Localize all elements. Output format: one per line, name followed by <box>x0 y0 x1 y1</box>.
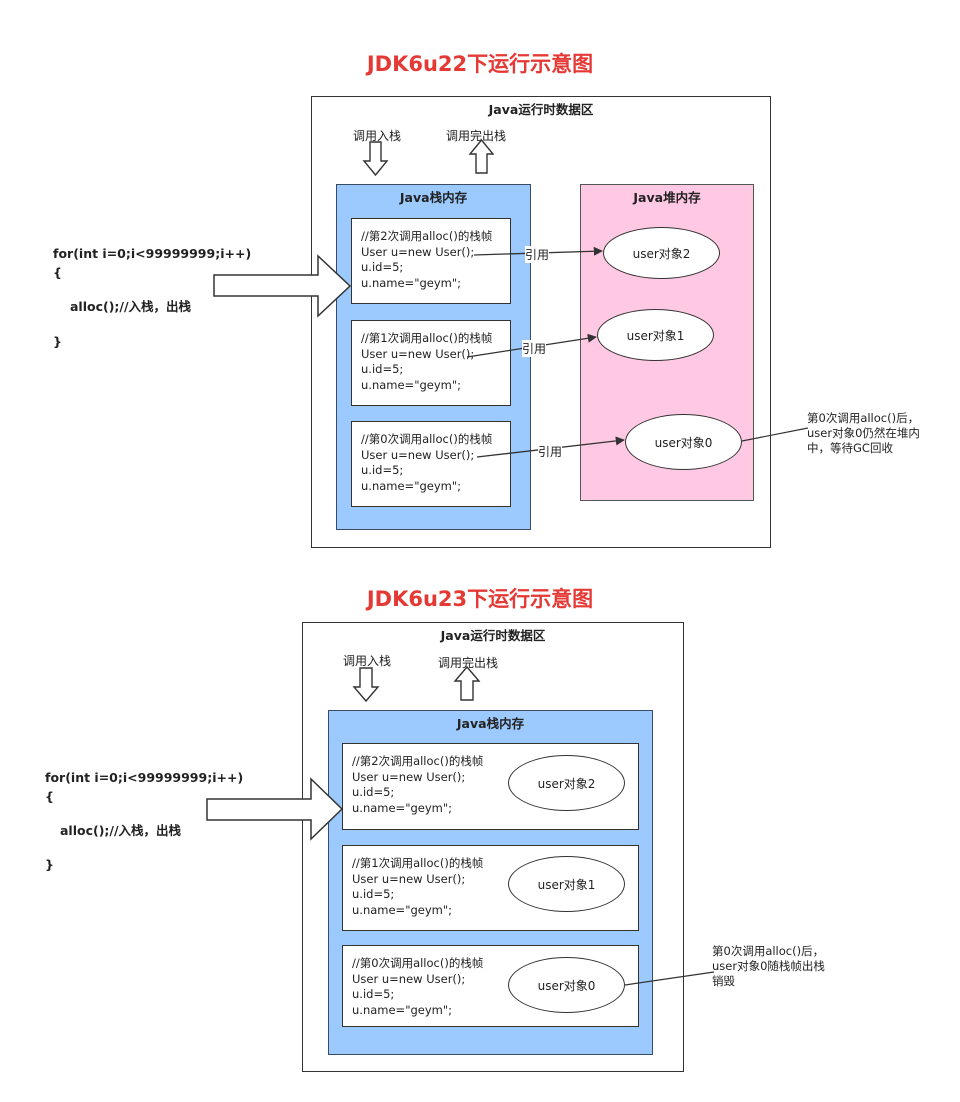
frame-comment: //第1次调用alloc()的栈帧 <box>361 331 493 345</box>
frame-line: u.id=5; <box>352 785 395 799</box>
loop-code-open-brace: { <box>53 265 62 280</box>
frame-comment: //第1次调用alloc()的栈帧 <box>352 856 484 870</box>
runtime-data-area-title: Java运行时数据区 <box>440 628 546 643</box>
note-line: user对象0仍然在堆内 <box>807 426 920 440</box>
gc-note: 第0次调用alloc()后， user对象0仍然在堆内 中，等待GC回收 <box>807 411 920 456</box>
stack-frame-0: //第0次调用alloc()的栈帧 User u=new User(); u.i… <box>351 421 511 507</box>
frame-line: u.id=5; <box>352 887 395 901</box>
reference-label: 引用 <box>525 246 550 263</box>
diagram1-title: JDK6u22下运行示意图 <box>366 52 594 76</box>
note-line: 销毁 <box>712 974 735 988</box>
stack-frame-1: //第1次调用alloc()的栈帧 User u=new User(); u.i… <box>342 845 639 931</box>
note-line: user对象0随栈帧出栈 <box>712 959 825 973</box>
frame-comment: //第2次调用alloc()的栈帧 <box>361 229 493 243</box>
loop-code-close-brace: } <box>45 857 54 872</box>
stack-title: Java栈内存 <box>456 716 525 731</box>
reference-label: 引用 <box>538 443 563 460</box>
frame-line: User u=new User(); <box>352 871 466 886</box>
frame-comment: //第2次调用alloc()的栈帧 <box>352 754 484 768</box>
stack-object-0: user对象0 <box>508 957 625 1013</box>
frame-comment: //第0次调用alloc()的栈帧 <box>352 956 484 970</box>
frame-line: User u=new User(); <box>352 971 466 986</box>
diagram2-title: JDK6u23下运行示意图 <box>366 587 594 611</box>
frame-line: u.id=5; <box>352 987 395 1001</box>
pop-label: 调用完出栈 <box>446 127 507 144</box>
stack-title: Java栈内存 <box>399 190 468 205</box>
frame-line: u.name="geym"; <box>361 377 462 392</box>
stack-object-2: user对象2 <box>508 755 625 811</box>
note-line: 中，等待GC回收 <box>807 441 893 455</box>
stack-frame-2: //第2次调用alloc()的栈帧 User u=new User(); u.i… <box>351 218 511 304</box>
push-label: 调用入栈 <box>353 127 402 144</box>
frame-comment: //第0次调用alloc()的栈帧 <box>361 432 493 446</box>
heap-object-0: user对象0 <box>625 414 742 470</box>
frame-line: u.name="geym"; <box>352 1002 453 1017</box>
stack-frame-1: //第1次调用alloc()的栈帧 User u=new User(); u.i… <box>351 320 511 406</box>
heap-object-1: user对象1 <box>597 309 714 361</box>
frame-line: u.id=5; <box>361 463 404 477</box>
note-line: 第0次调用alloc()后， <box>712 944 825 958</box>
loop-code-body: alloc();//入栈，出栈 <box>60 823 182 838</box>
loop-code-line: for(int i=0;i<99999999;i++) <box>45 770 244 785</box>
loop-code-body: alloc();//入栈，出栈 <box>70 299 192 314</box>
push-label: 调用入栈 <box>343 652 392 669</box>
frame-line: User u=new User(); <box>361 447 475 462</box>
loop-code-line: for(int i=0;i<99999999;i++) <box>53 246 252 261</box>
loop-code-open-brace: { <box>45 789 54 804</box>
frame-line: u.id=5; <box>361 362 404 376</box>
destroy-note: 第0次调用alloc()后， user对象0随栈帧出栈 销毁 <box>712 944 825 989</box>
stack-frame-2: //第2次调用alloc()的栈帧 User u=new User(); u.i… <box>342 743 639 830</box>
reference-label: 引用 <box>522 340 547 357</box>
frame-line: User u=new User(); <box>352 769 466 784</box>
frame-line: u.name="geym"; <box>352 902 453 917</box>
frame-line: User u=new User(); <box>361 346 475 361</box>
heap-object-2: user对象2 <box>603 227 720 279</box>
stack-object-1: user对象1 <box>508 856 625 912</box>
runtime-data-area-title: Java运行时数据区 <box>488 102 594 117</box>
frame-line: u.id=5; <box>361 260 404 274</box>
stack-frame-0: //第0次调用alloc()的栈帧 User u=new User(); u.i… <box>342 945 639 1027</box>
note-line: 第0次调用alloc()后， <box>807 411 920 425</box>
frame-line: u.name="geym"; <box>352 800 453 815</box>
frame-line: u.name="geym"; <box>361 478 462 493</box>
frame-line: User u=new User(); <box>361 244 475 259</box>
frame-line: u.name="geym"; <box>361 275 462 290</box>
heap-title: Java堆内存 <box>633 190 701 205</box>
loop-code-close-brace: } <box>53 334 62 349</box>
pop-label: 调用完出栈 <box>438 654 499 671</box>
